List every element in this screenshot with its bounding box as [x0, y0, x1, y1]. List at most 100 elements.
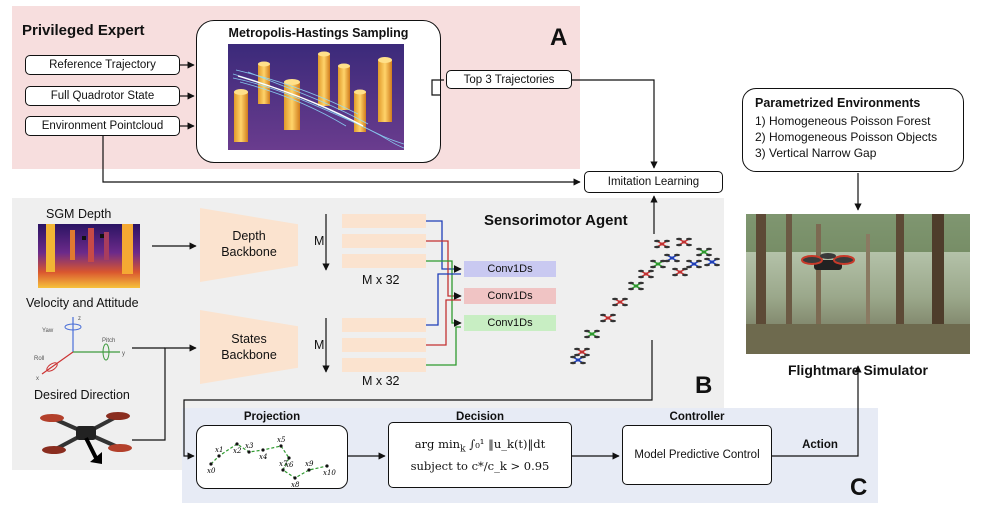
decision-box: arg mink ∫₀¹ ‖u_k(t)‖dt subject to c*/c_… [388, 422, 572, 488]
sampling-visualization-image [228, 44, 404, 150]
projection-point [325, 464, 329, 468]
drone-icon [600, 313, 616, 323]
panel-a-letter: A [550, 24, 568, 51]
depth-feature-3 [342, 254, 426, 268]
flightmare-forest-image [746, 214, 970, 354]
reference-trajectory-box: Reference Trajectory [25, 55, 180, 75]
decision-constraint: subject to c*/c_k > 0.95 [410, 458, 550, 473]
objective-integral: ∫₀¹ ‖u_k(t)‖dt [469, 437, 546, 452]
states-backbone-label-line1: States [231, 332, 267, 346]
projection-point-label: x4 [259, 453, 267, 461]
depth-backbone-label-line1: Depth [232, 229, 266, 243]
drone-icon [654, 239, 670, 249]
argmin-sub: k [460, 444, 466, 455]
projection-point-label: x7 [279, 460, 288, 468]
roll-axis-label: Roll [34, 356, 44, 362]
action-label: Action [802, 439, 838, 451]
depth-m-label: M [314, 234, 325, 248]
drone-icon [696, 247, 712, 257]
states-feature-3 [342, 358, 426, 372]
projection-point [209, 462, 213, 466]
full-quadrotor-state-box: Full Quadrotor State [25, 86, 180, 106]
drone-trajectory-illustration [562, 234, 722, 374]
states-mx32-label: M x 32 [362, 374, 400, 388]
drone-icon [570, 355, 586, 365]
conv1d-red: Conv1Ds [464, 288, 556, 304]
conv1d-green: Conv1Ds [464, 315, 556, 331]
environments-title: Parametrized Environments [755, 96, 921, 110]
drone-icon [672, 267, 688, 277]
sgm-depth-label: SGM Depth [46, 207, 112, 221]
projection-point-label: x9 [305, 460, 314, 468]
environment-pointcloud-box: Environment Pointcloud [25, 116, 180, 136]
projection-point-label: x0 [207, 467, 216, 475]
panel-b-letter: B [695, 372, 713, 399]
environment-item-1: 1) Homogeneous Poisson Forest [755, 114, 931, 128]
projection-path [210, 443, 328, 479]
sensorimotor-agent-title: Sensorimotor Agent [484, 212, 628, 229]
attitude-axes-diagram: Yaw Pitch Roll z y x [28, 312, 138, 382]
privileged-expert-title: Privileged Expert [22, 22, 145, 39]
projection-point [307, 468, 311, 472]
states-feature-1 [342, 318, 426, 332]
projection-point-label: x10 [323, 469, 336, 477]
drone-icon [664, 253, 680, 263]
projection-point [279, 444, 283, 448]
depth-mx32-label: M x 32 [362, 273, 400, 287]
drone-direction-image [40, 404, 132, 466]
argmin-text: arg min [414, 437, 461, 452]
drone-icon [686, 259, 702, 269]
states-backbone-label-line2: Backbone [221, 348, 277, 362]
projection-point [261, 448, 265, 452]
projection-point-label: x1 [215, 446, 223, 454]
depth-feature-2 [342, 234, 426, 248]
projection-point-label: x3 [245, 442, 254, 450]
projection-point [281, 468, 285, 472]
x-axis-label: x [36, 376, 39, 382]
projection-point-label: x2 [233, 447, 242, 455]
depth-backbone-label-line2: Backbone [221, 245, 277, 259]
sgm-depth-image [38, 224, 140, 288]
drone-icon [574, 347, 590, 357]
model-predictive-control-box: Model Predictive Control [622, 425, 772, 485]
z-axis-label: z [78, 316, 81, 322]
drone-icon [638, 269, 654, 279]
imitation-learning-box: Imitation Learning [584, 171, 723, 193]
controller-heading: Controller [669, 411, 725, 423]
states-backbone-label: States Backbone [208, 331, 290, 363]
projection-point-label: x8 [291, 481, 300, 489]
projection-point-label: x6 [285, 461, 294, 469]
depth-backbone-label: Depth Backbone [208, 228, 290, 260]
projection-point [247, 450, 251, 454]
projection-heading: Projection [243, 411, 301, 423]
drone-icon [628, 281, 644, 291]
velocity-attitude-label: Velocity and Attitude [26, 296, 139, 310]
projection-point [217, 454, 221, 458]
conv1d-blue: Conv1Ds [464, 261, 556, 277]
states-m-label: M [314, 338, 325, 352]
drone-icon [612, 297, 628, 307]
panel-c-letter: C [850, 474, 868, 501]
drone-icon [650, 259, 666, 269]
projection-point [293, 476, 297, 480]
decision-heading: Decision [456, 411, 504, 423]
desired-direction-label: Desired Direction [34, 388, 130, 402]
projection-point [287, 456, 291, 460]
states-feature-2 [342, 338, 426, 352]
drone-icon [584, 329, 600, 339]
yaw-axis-label: Yaw [42, 328, 54, 334]
environment-item-2: 2) Homogeneous Poisson Objects [755, 130, 938, 144]
drone-icon [676, 237, 692, 247]
metropolis-hastings-title: Metropolis-Hastings Sampling [228, 26, 409, 40]
y-axis-label: y [122, 351, 125, 357]
projection-point-label: x5 [277, 436, 286, 444]
environment-item-3: 3) Vertical Narrow Gap [755, 146, 877, 160]
depth-feature-1 [342, 214, 426, 228]
projection-point [235, 442, 239, 446]
pitch-axis-label: Pitch [102, 338, 115, 344]
parametrized-environments-box: Parametrized Environments 1) Homogeneous… [742, 88, 964, 172]
decision-objective: arg mink ∫₀¹ ‖u_k(t)‖dt [415, 437, 546, 454]
drone-icon [704, 257, 720, 267]
